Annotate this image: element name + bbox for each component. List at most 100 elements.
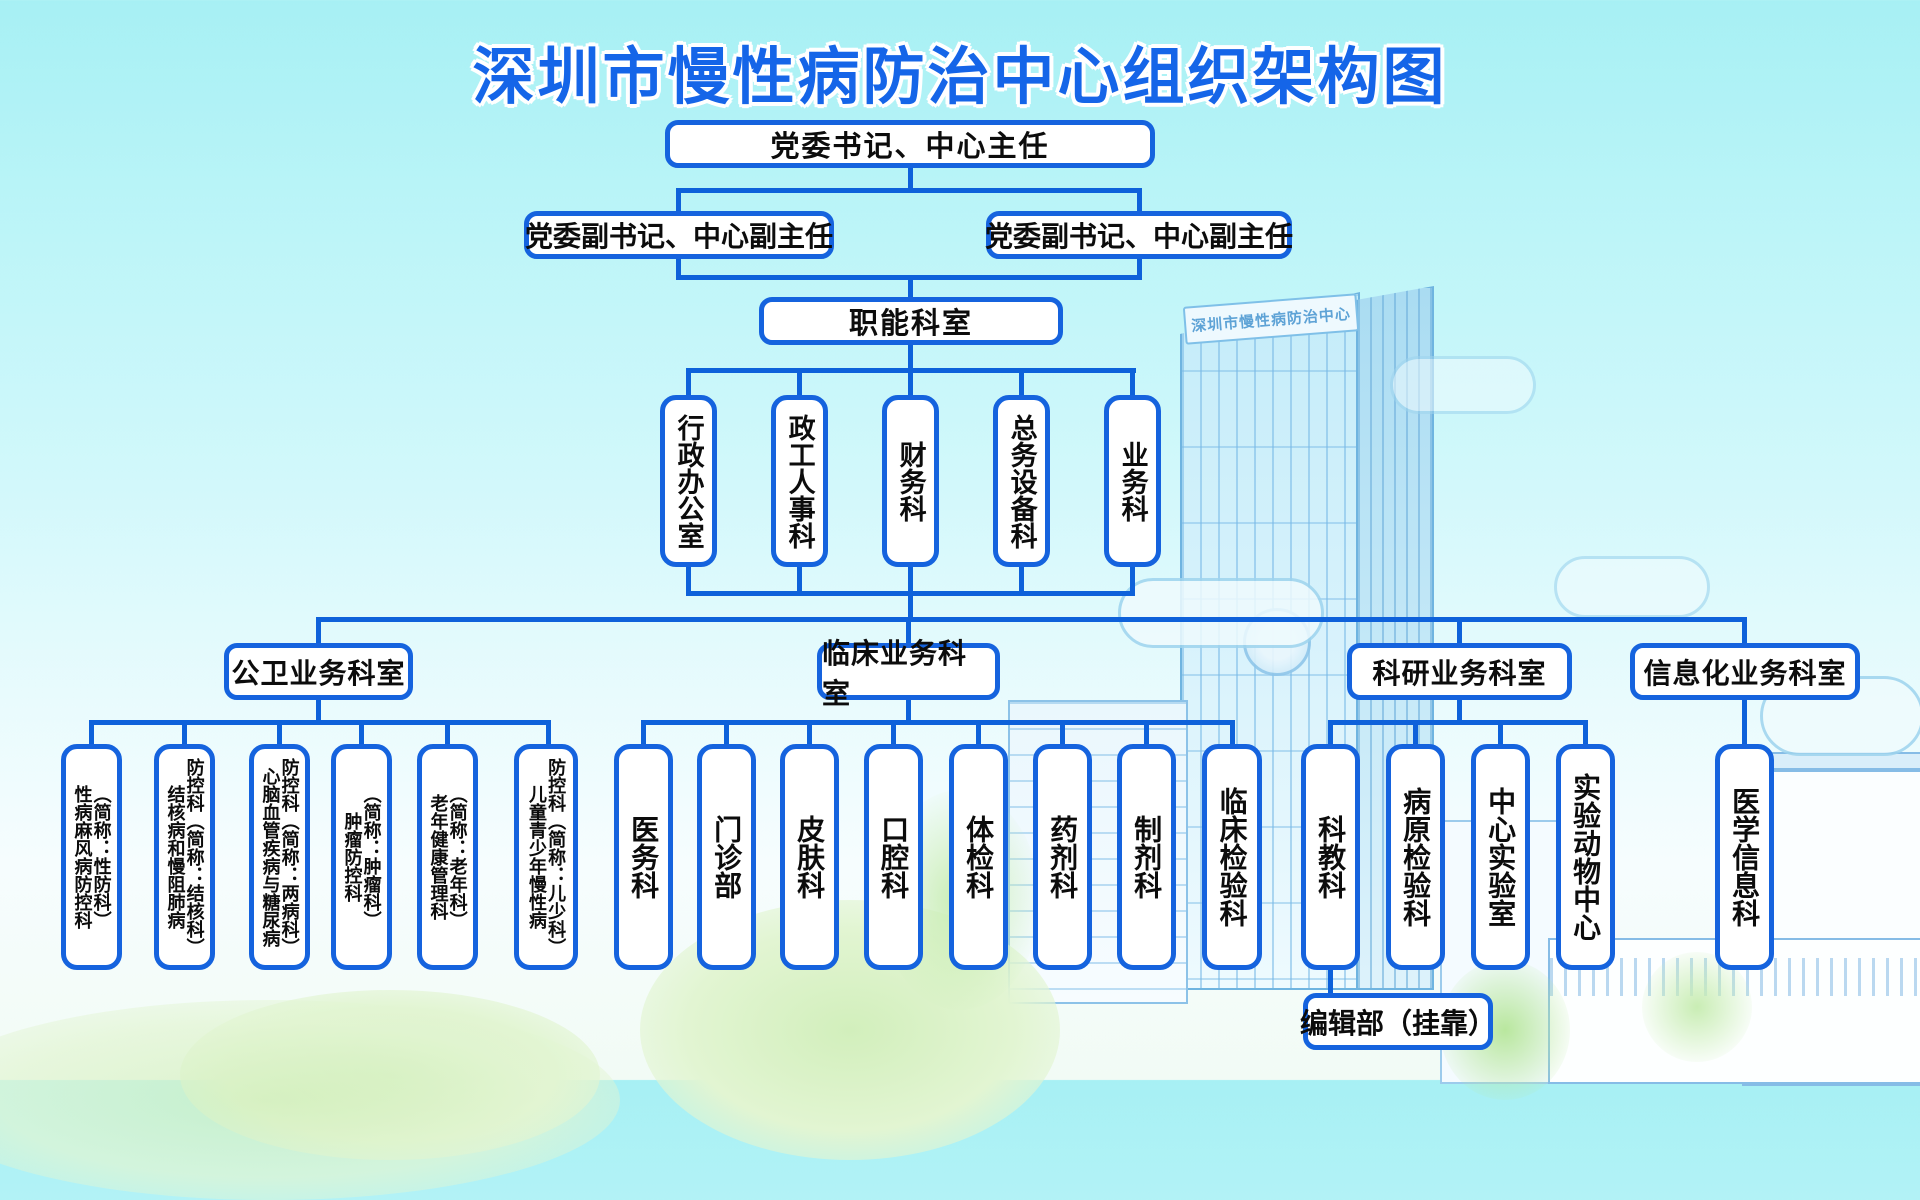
connector	[724, 720, 729, 748]
unit-box-preparation: 制剂科	[1117, 744, 1176, 970]
unit-box-stomatology: 口腔科	[864, 744, 923, 970]
connector	[1019, 368, 1024, 398]
category-box-clinical: 临床业务科室	[817, 638, 1000, 709]
tree-illustration	[1642, 952, 1752, 1062]
dept-label: 政工人事科	[784, 413, 815, 549]
connector	[1328, 966, 1333, 996]
unit-label: 药剂科	[1047, 815, 1079, 899]
connector	[891, 720, 896, 748]
connector	[89, 720, 551, 725]
connector	[1457, 617, 1462, 647]
unit-label: 实验动物中心	[1570, 773, 1602, 941]
unit-box-cardio-diabetes: 心脑血管疾病与糖尿病 防控科（简称：两病科）	[249, 744, 310, 970]
connector	[1144, 720, 1149, 748]
category-label: 公卫业务科室	[231, 657, 406, 689]
connector	[316, 617, 321, 647]
connector	[1130, 368, 1135, 398]
connector	[908, 564, 913, 594]
unit-label: 肿瘤防控科 （简称：肿瘤科）	[342, 785, 382, 929]
unit-label: 临床检验科	[1216, 787, 1248, 927]
connector	[1457, 696, 1462, 724]
unit-label: 皮肤科	[794, 815, 826, 899]
page-title: 深圳市慢性病防治中心组织架构图	[472, 43, 1448, 112]
unit-label: 性病麻风病防控科 （简称：性防科）	[72, 785, 112, 929]
connector	[908, 277, 913, 301]
category-label: 科研业务科室	[1372, 657, 1547, 689]
editorial-dept-label: 编辑部（挂靠）	[1300, 1007, 1497, 1039]
unit-box-medical-information: 医学信息科	[1715, 744, 1774, 970]
connector	[1583, 720, 1588, 748]
unit-label: 儿童青少年慢性病 防控科（简称：儿少科）	[527, 758, 567, 956]
connector	[641, 720, 646, 748]
unit-label: 体检科	[963, 815, 995, 899]
connector	[1019, 564, 1024, 594]
dept-box-finance: 财务科	[882, 395, 939, 567]
dept-label: 行政办公室	[673, 413, 704, 549]
connector	[797, 368, 802, 398]
category-box-research: 科研业务科室	[1347, 643, 1572, 700]
unit-label: 制剂科	[1131, 815, 1163, 899]
connector	[976, 720, 981, 748]
dept-label: 财务科	[895, 440, 926, 522]
deputy-right-box: 党委副书记、中心副主任	[985, 211, 1293, 259]
unit-box-elderly-health: 老年健康管理科 （简称：老年科）	[417, 744, 478, 970]
connector	[807, 720, 812, 748]
connector	[906, 696, 911, 724]
unit-box-youth-chronic: 儿童青少年慢性病 防控科（简称：儿少科）	[514, 744, 578, 970]
unit-box-outpatient: 门诊部	[697, 744, 756, 970]
connector	[686, 564, 691, 594]
connector	[1328, 720, 1333, 748]
connector	[316, 617, 1746, 622]
connector	[908, 342, 913, 372]
connector	[906, 617, 911, 647]
unit-box-dermatology: 皮肤科	[780, 744, 839, 970]
unit-label: 口腔科	[878, 815, 910, 899]
connector	[546, 720, 551, 748]
unit-label: 门诊部	[711, 815, 743, 899]
connector	[277, 720, 282, 748]
unit-box-tumor: 肿瘤防控科 （简称：肿瘤科）	[331, 744, 392, 970]
unit-label: 病原检验科	[1400, 787, 1432, 927]
dept-box-admin-office: 行政办公室	[660, 395, 717, 567]
connector	[1060, 720, 1065, 748]
connector	[1742, 617, 1747, 647]
connector	[359, 720, 364, 748]
unit-label: 结核病和慢阻肺病 防控科（简称：结核科）	[165, 758, 205, 956]
connector	[182, 720, 187, 748]
unit-box-animal-center: 实验动物中心	[1556, 744, 1615, 970]
unit-label: 科教科	[1315, 815, 1347, 899]
category-label: 信息化业务科室	[1643, 657, 1847, 689]
unit-box-physical-exam: 体检科	[949, 744, 1008, 970]
connector	[1130, 564, 1135, 594]
connector	[908, 368, 913, 398]
unit-label: 医务科	[628, 815, 660, 899]
dept-label: 总务设备科	[1006, 413, 1037, 549]
connector	[908, 591, 913, 620]
cloud-icon	[1390, 356, 1536, 414]
dept-label: 业务科	[1117, 440, 1148, 522]
unit-box-pathogen-lab: 病原检验科	[1386, 744, 1445, 970]
connector	[1742, 696, 1747, 748]
dept-box-general-affairs: 总务设备科	[993, 395, 1050, 567]
unit-box-clinical-lab: 临床检验科	[1202, 744, 1262, 970]
connector	[445, 720, 450, 748]
unit-label: 医学信息科	[1729, 787, 1761, 927]
connector	[908, 163, 913, 191]
deputy-left-box: 党委副书记、中心副主任	[524, 211, 834, 259]
unit-box-std-leprosy: 性病麻风病防控科 （简称：性防科）	[61, 744, 122, 970]
connector	[676, 188, 1142, 193]
unit-box-tb-copd: 结核病和慢阻肺病 防控科（简称：结核科）	[154, 744, 215, 970]
deputy-left-label: 党委副书记、中心副主任	[525, 221, 834, 252]
connector	[1230, 720, 1235, 748]
functional-office-label: 职能科室	[848, 308, 973, 340]
connector	[316, 696, 321, 724]
connector	[641, 720, 1235, 725]
unit-box-science-education: 科教科	[1301, 744, 1360, 970]
connector	[1328, 720, 1588, 725]
unit-label: 中心实验室	[1485, 787, 1517, 927]
category-box-informatization: 信息化业务科室	[1630, 643, 1860, 700]
building-sign-text: 深圳市慢性病防治中心	[1190, 305, 1352, 335]
connector	[1413, 720, 1418, 748]
category-box-public-health: 公卫业务科室	[224, 643, 413, 700]
connector	[1498, 720, 1503, 748]
